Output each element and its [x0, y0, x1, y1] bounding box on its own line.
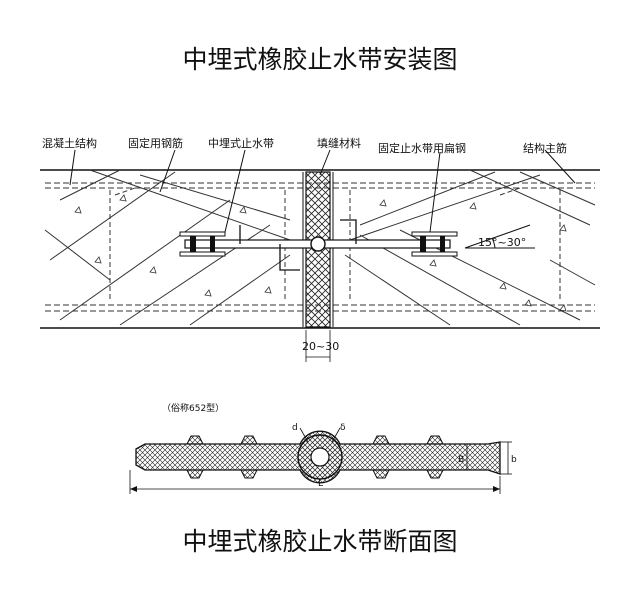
install-diagram-title: 中埋式橡胶止水带安装图 — [182, 45, 458, 74]
label-fix-rebar: 固定用钢筋 — [128, 136, 183, 150]
installation-drawing: 15°~30° 混凝土结构 固定用钢筋 中埋式止水带 填缝材料 固定止水带用扁钢… — [40, 136, 600, 362]
label-delta: δ — [340, 423, 346, 433]
label-concrete: 混凝土结构 — [42, 136, 97, 150]
label-filler: 填缝材料 — [317, 136, 361, 150]
label-L: L — [318, 479, 323, 489]
label-gap: 20~30 — [302, 340, 339, 353]
waterstop-band — [179, 219, 458, 271]
section-drawing: （俗称652型） d δ L B — [129, 402, 517, 494]
label-B: B — [458, 455, 464, 465]
section-diagram-title: 中埋式橡胶止水带断面图 — [182, 527, 458, 556]
label-main-rebar: 结构主筋 — [523, 141, 567, 155]
label-b: b — [511, 455, 517, 465]
label-d: d — [292, 423, 298, 433]
angle-label: 15°~30° — [478, 236, 526, 249]
label-waterstop: 中埋式止水带 — [208, 137, 274, 150]
label-flat-steel: 固定止水带用扁钢 — [378, 141, 466, 155]
label-nickname: （俗称652型） — [162, 402, 224, 414]
